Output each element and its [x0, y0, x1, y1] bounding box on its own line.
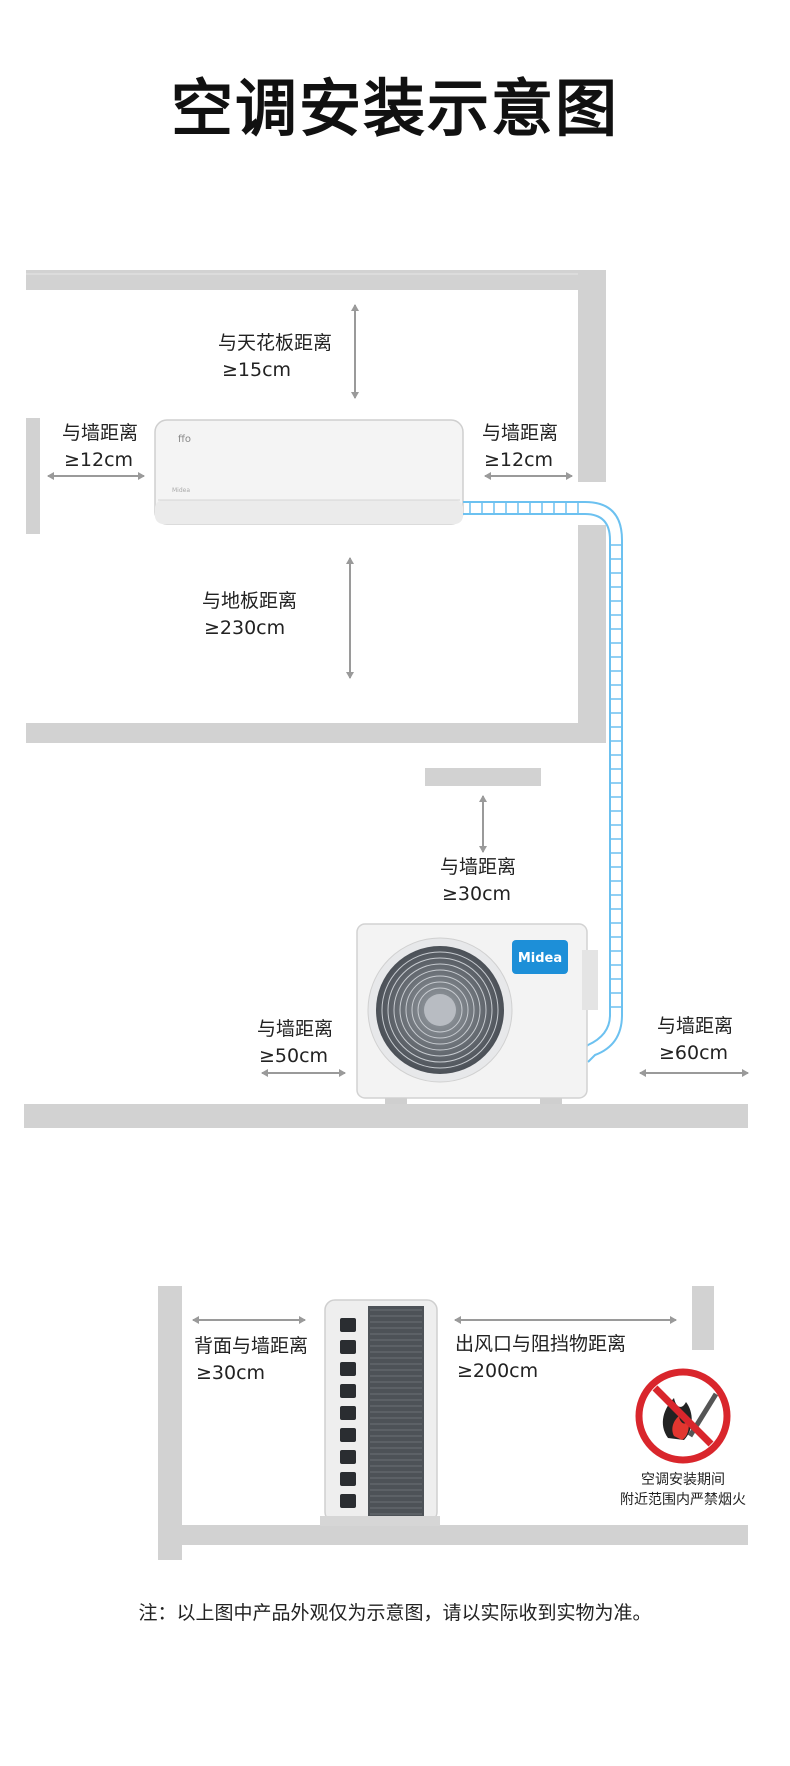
indoor-left-wall-value: ≥12cm — [64, 449, 134, 471]
outdoor-top-wall — [425, 768, 541, 786]
outdoor-top-wall-label: 与墙距离 — [440, 856, 517, 878]
svg-text:ffo: ffo — [178, 434, 191, 445]
outdoor-top-wall-value: ≥30cm — [442, 883, 512, 905]
page-title: 空调安装示意图 — [170, 72, 619, 145]
back-wall-value: ≥30cm — [196, 1362, 266, 1384]
svg-text:Midea: Midea — [172, 487, 190, 494]
outdoor-left-wall-value: ≥50cm — [259, 1045, 329, 1067]
outlet-distance-label: 出风口与阻挡物距离 — [455, 1333, 627, 1355]
side-right-wall — [692, 1286, 714, 1350]
no-fire-icon — [635, 1368, 731, 1464]
floor-wall — [26, 723, 606, 743]
side-left-wall — [158, 1286, 182, 1560]
right-wall-upper — [578, 270, 606, 482]
brand-badge — [512, 940, 568, 974]
back-wall-label: 背面与墙距离 — [194, 1335, 309, 1357]
outdoor-unit: Midea — [356, 923, 598, 1108]
indoor-right-wall-value: ≥12cm — [484, 449, 554, 471]
ceiling-distance-value: ≥15cm — [222, 359, 292, 381]
disclaimer-note: 注：以上图中产品外观仅为示意图，请以实际收到实物为准。 — [138, 1602, 652, 1624]
outdoor-right-wall-value: ≥60cm — [659, 1042, 729, 1064]
outdoor-ground — [24, 1104, 748, 1128]
left-wall-stub — [26, 418, 40, 534]
outdoor-unit-side — [320, 1299, 440, 1526]
pipe-rungs — [469, 502, 622, 1008]
brand-label: Midea — [518, 951, 562, 966]
floor-distance-value: ≥230cm — [204, 617, 286, 639]
floor-distance-label: 与地板距离 — [202, 590, 298, 612]
indoor-left-wall-label: 与墙距离 — [62, 422, 139, 444]
outdoor-left-wall-label: 与墙距离 — [257, 1018, 334, 1040]
right-wall-lower — [578, 525, 606, 743]
warning-line-2: 附近范围内严禁烟火 — [620, 1492, 746, 1508]
warning-line-1: 空调安装期间 — [641, 1472, 725, 1488]
room-walls — [26, 270, 606, 743]
indoor-unit: ffo Midea — [154, 419, 464, 525]
side-floor — [182, 1525, 748, 1545]
indoor-arrows — [47, 304, 573, 679]
ceiling-distance-label: 与天花板距离 — [218, 332, 333, 354]
outdoor-right-wall-label: 与墙距离 — [657, 1015, 734, 1037]
indoor-right-wall-label: 与墙距离 — [482, 422, 559, 444]
refrigerant-pipe — [463, 501, 623, 1063]
outlet-distance-value: ≥200cm — [457, 1360, 539, 1382]
ceiling-wall — [26, 270, 606, 290]
